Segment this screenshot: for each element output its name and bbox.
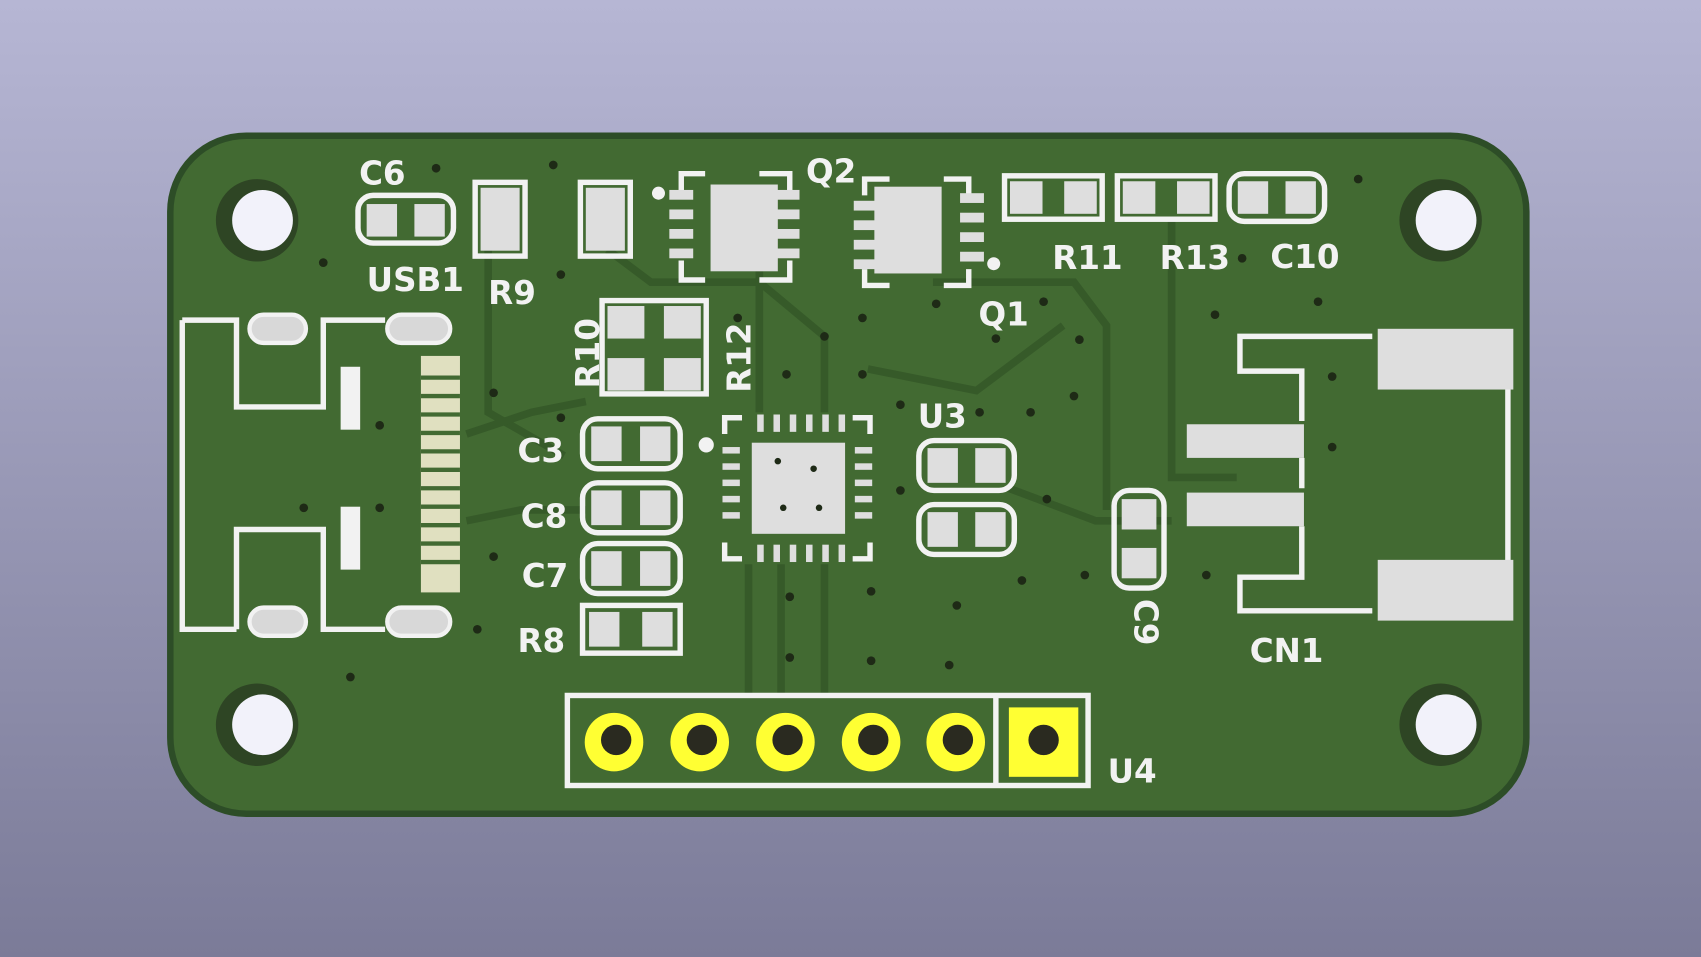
mcu-qfn — [698, 414, 873, 563]
q1-footprint — [853, 176, 1001, 289]
label-u3: U3 — [918, 398, 967, 436]
c9-footprint — [1111, 487, 1167, 591]
label-q2: Q2 — [806, 152, 856, 190]
label-r9: R9 — [488, 274, 536, 312]
u4-pin-header — [564, 692, 1091, 789]
r11-r13-c10-footprints — [1001, 170, 1328, 225]
u3-caps — [916, 437, 1018, 558]
label-c9: C9 — [1127, 599, 1165, 646]
mounting-holes — [215, 179, 1482, 766]
board — [167, 132, 1530, 817]
label-r10: R10 — [569, 318, 607, 388]
reference-labels: C6 USB1 R9 Q2 Q1 R11 R13 C10 R10 R12 C3 … — [359, 152, 1339, 790]
c6-footprint — [355, 192, 457, 246]
label-c3: C3 — [517, 432, 564, 470]
label-c6: C6 — [359, 155, 406, 193]
label-q1: Q1 — [979, 296, 1029, 334]
label-cn1: CN1 — [1250, 632, 1324, 670]
label-r13: R13 — [1160, 239, 1230, 277]
r10-r12-footprints — [599, 297, 709, 397]
label-r12: R12 — [721, 322, 759, 392]
label-c8: C8 — [521, 497, 568, 535]
cn1-connector — [1186, 328, 1514, 621]
label-r8: R8 — [517, 622, 565, 660]
label-usb1: USB1 — [367, 261, 464, 299]
vias — [299, 160, 1363, 682]
q2-footprint — [651, 170, 800, 283]
label-r11: R11 — [1052, 239, 1122, 277]
r9-footprint — [472, 179, 528, 259]
label-c10: C10 — [1270, 238, 1339, 276]
label-u4: U4 — [1108, 752, 1157, 790]
caps-left-column — [579, 416, 683, 656]
label-c7: C7 — [522, 557, 569, 595]
usb1-connector — [179, 312, 460, 638]
fuse-footprint — [577, 179, 633, 259]
